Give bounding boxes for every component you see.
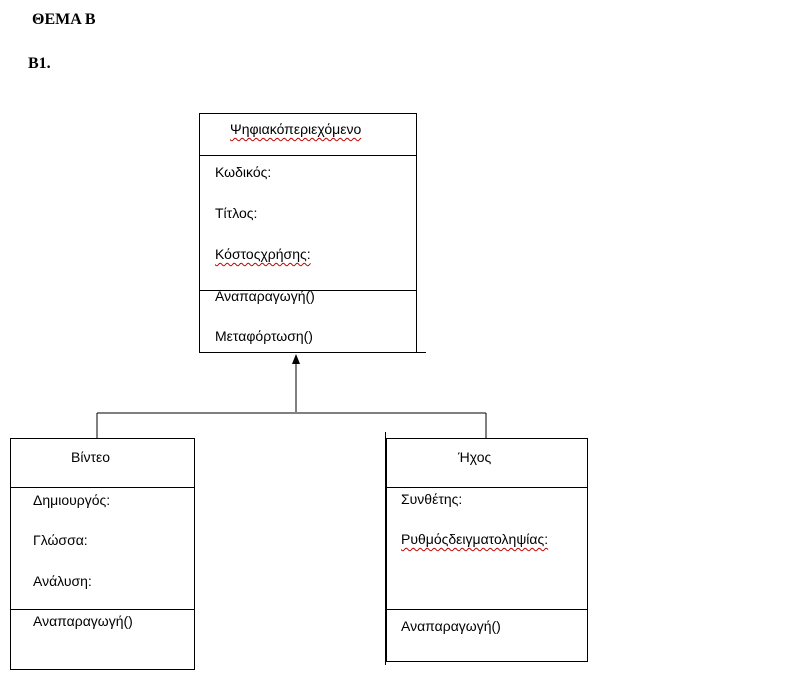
class-divider bbox=[386, 487, 588, 488]
class-box-audio bbox=[386, 438, 588, 662]
attribute-code: Κωδικός: bbox=[215, 164, 272, 180]
attribute-creator: Δημιουργός: bbox=[33, 492, 111, 508]
class-divider bbox=[386, 609, 588, 610]
method-playback: Αναπαραγωγή() bbox=[33, 613, 133, 629]
class-name-video: Βίντεο bbox=[71, 449, 111, 465]
class-divider bbox=[10, 609, 195, 610]
class-box-video bbox=[10, 438, 195, 670]
class-divider bbox=[10, 487, 195, 488]
method-download: Μεταφόρτωση() bbox=[215, 328, 313, 344]
attribute-language: Γλώσσα: bbox=[33, 532, 88, 548]
section-label: Β1. bbox=[28, 55, 51, 72]
method-playback: Αναπαραγωγή() bbox=[401, 618, 501, 634]
box-edge bbox=[385, 432, 386, 665]
class-divider bbox=[199, 290, 417, 291]
class-divider bbox=[386, 661, 588, 662]
line-stub bbox=[416, 352, 426, 353]
attribute-title: Τίτλος: bbox=[215, 205, 258, 221]
class-divider bbox=[199, 155, 417, 156]
attribute-usage-cost: Κόστοςχρήσης: bbox=[215, 246, 311, 262]
page-title: ΘΕΜΑ Β bbox=[32, 11, 96, 28]
method-playback: Αναπαραγωγή() bbox=[215, 288, 315, 304]
attribute-sampling-rate: Ρυθμόςδειγματοληψίας: bbox=[401, 531, 549, 547]
class-box-parent bbox=[199, 113, 417, 353]
attribute-composer: Συνθέτης: bbox=[401, 491, 463, 507]
inheritance-arrowhead bbox=[292, 354, 300, 364]
class-name-parent: Ψηφιακόπεριεχόμενο bbox=[230, 121, 362, 137]
attribute-resolution: Ανάλυση: bbox=[33, 573, 92, 589]
class-name-audio: Ήχος bbox=[458, 449, 492, 465]
